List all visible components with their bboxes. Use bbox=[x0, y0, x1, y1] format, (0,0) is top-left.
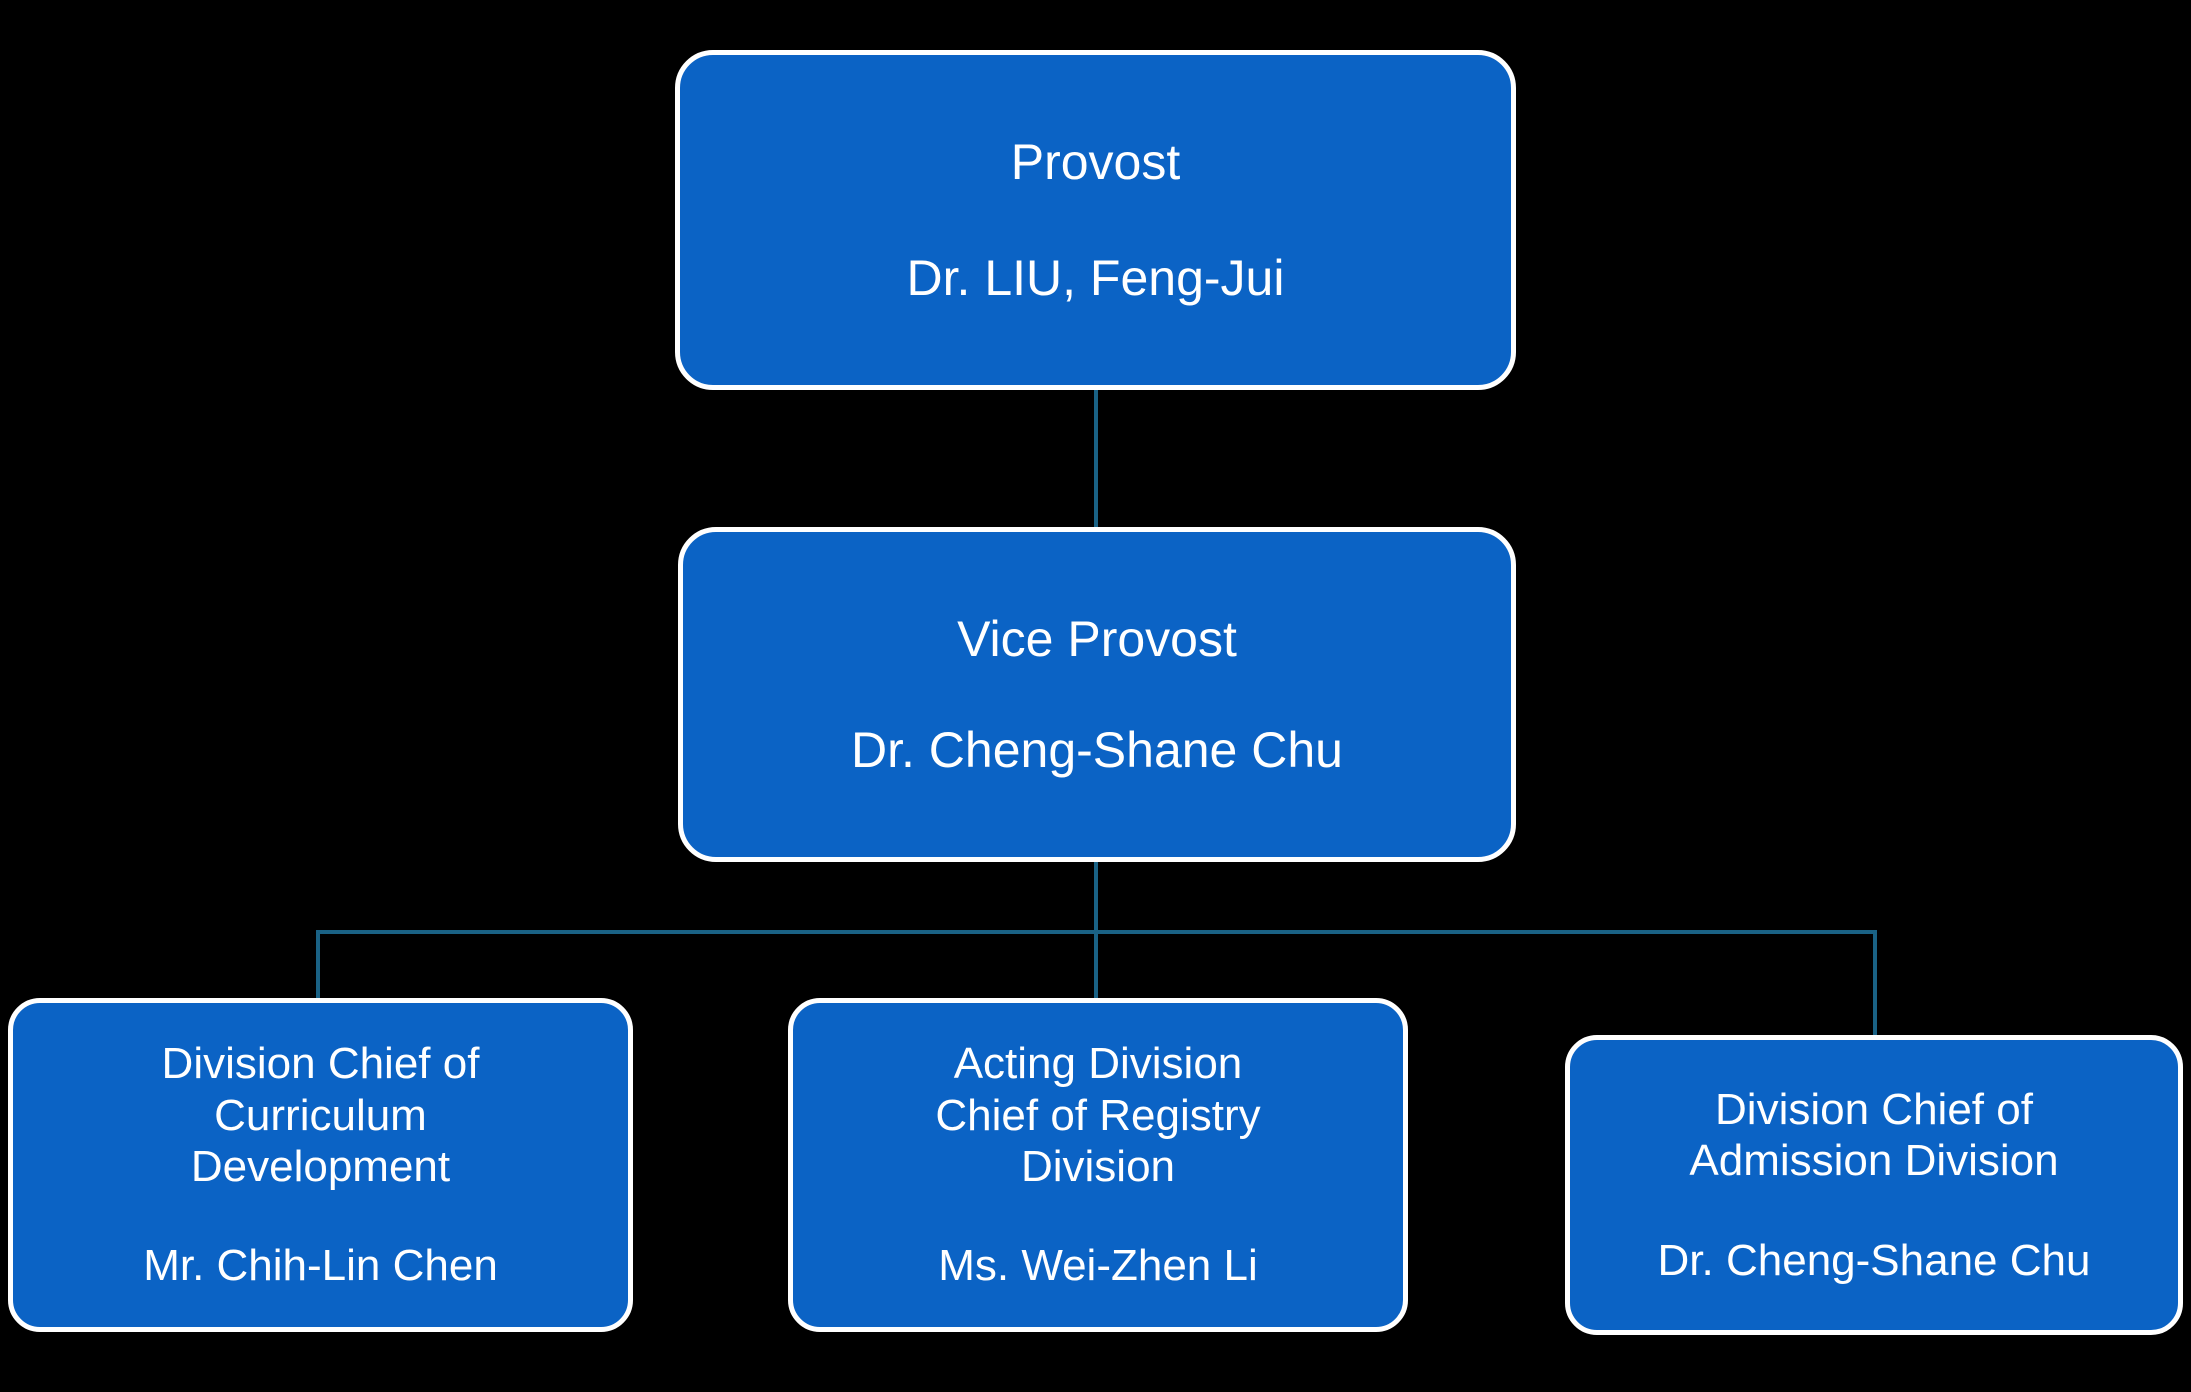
org-node-admission-division-person: Dr. Cheng-Shane Chu bbox=[1657, 1235, 2091, 1285]
org-node-registry-division-person: Ms. Wei-Zhen Li bbox=[938, 1241, 1258, 1291]
org-node-provost-person: Dr. LIU, Feng-Jui bbox=[906, 250, 1285, 306]
org-node-vice-provost-person: Dr. Cheng-Shane Chu bbox=[851, 721, 1343, 778]
org-node-vice-provost[interactable]: Vice Provost Dr. Cheng-Shane Chu bbox=[678, 527, 1516, 862]
org-node-registry-division-title: Acting Division Chief of Registry Divisi… bbox=[935, 1039, 1261, 1191]
org-node-provost[interactable]: Provost Dr. LIU, Feng-Jui bbox=[675, 50, 1516, 390]
connector-vice-provost-to-bus bbox=[1094, 860, 1098, 934]
org-node-curriculum-development-person: Mr. Chih-Lin Chen bbox=[143, 1241, 498, 1291]
connector-bus-to-curriculum bbox=[316, 930, 320, 1000]
org-node-admission-division[interactable]: Division Chief of Admission Division Dr.… bbox=[1565, 1035, 2183, 1335]
org-node-curriculum-development[interactable]: Division Chief of Curriculum Development… bbox=[8, 998, 633, 1332]
connector-provost-to-vice-provost bbox=[1094, 388, 1098, 529]
org-node-registry-division[interactable]: Acting Division Chief of Registry Divisi… bbox=[788, 998, 1408, 1332]
org-node-admission-division-title: Division Chief of Admission Division bbox=[1689, 1084, 2059, 1186]
org-node-provost-title: Provost bbox=[1010, 133, 1181, 190]
connector-bus-to-admission bbox=[1873, 930, 1877, 1037]
org-node-vice-provost-title: Vice Provost bbox=[957, 611, 1237, 667]
org-node-curriculum-development-title: Division Chief of Curriculum Development bbox=[161, 1039, 480, 1191]
connector-bus-to-registry bbox=[1094, 930, 1098, 1000]
